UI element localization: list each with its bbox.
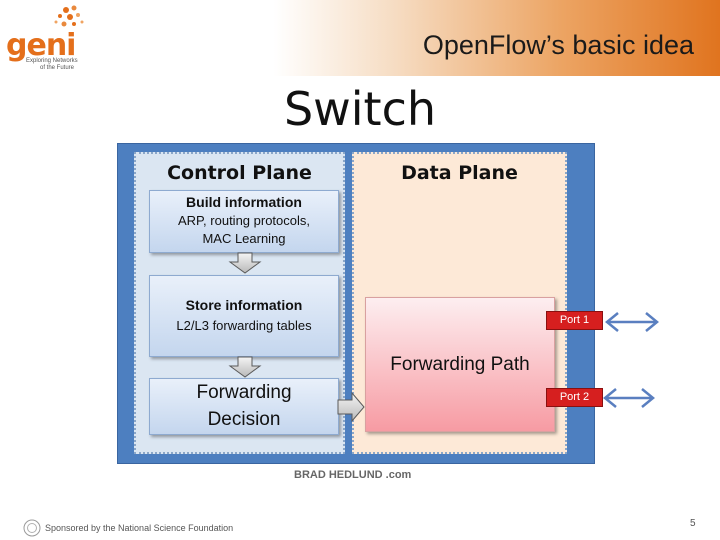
store-information-box: Store information L2/L3 forwarding table… <box>149 275 339 357</box>
logo-dots-icon <box>54 5 84 27</box>
forwarding-decision-line: Decision <box>207 409 281 430</box>
forwarding-path-label: Forwarding Path <box>390 354 530 375</box>
logo-word: geni <box>6 28 76 63</box>
down-arrow-icon <box>228 252 262 274</box>
build-information-line: MAC Learning <box>202 231 286 246</box>
slide-title: OpenFlow’s basic idea <box>422 30 694 60</box>
switch-heading: Switch <box>283 82 437 136</box>
control-plane-title: Control Plane <box>167 162 312 184</box>
data-plane-title: Data Plane <box>401 162 518 184</box>
geni-logo: geni Exploring Networks of the Future <box>4 2 94 74</box>
build-information-box: Build information ARP, routing protocols… <box>149 190 339 253</box>
header-bar <box>0 0 720 76</box>
forwarding-path-box: Forwarding Path <box>365 297 555 432</box>
build-information-title: Build information <box>186 194 302 210</box>
forwarding-decision-line: Forwarding <box>196 382 292 403</box>
port-2-double-arrow-icon <box>603 388 655 408</box>
page-number: 5 <box>690 518 696 529</box>
sponsor-text: Sponsored by the National Science Founda… <box>45 523 234 533</box>
nsf-seal-icon <box>23 519 41 537</box>
right-arrow-icon <box>337 391 365 423</box>
store-information-line: L2/L3 forwarding tables <box>176 318 312 333</box>
port-1-double-arrow-icon <box>605 312 659 332</box>
credit-text: BRAD HEDLUND .com <box>294 469 412 481</box>
store-information-title: Store information <box>185 297 303 313</box>
logo-tagline: of the Future <box>40 65 75 71</box>
forwarding-decision-box: Forwarding Decision <box>149 378 339 435</box>
down-arrow-icon <box>228 356 262 378</box>
port-2-badge: Port 2 <box>546 388 603 407</box>
port-1-badge: Port 1 <box>546 311 603 330</box>
build-information-line: ARP, routing protocols, <box>178 213 310 228</box>
logo-tagline: Exploring Networks <box>26 58 78 64</box>
